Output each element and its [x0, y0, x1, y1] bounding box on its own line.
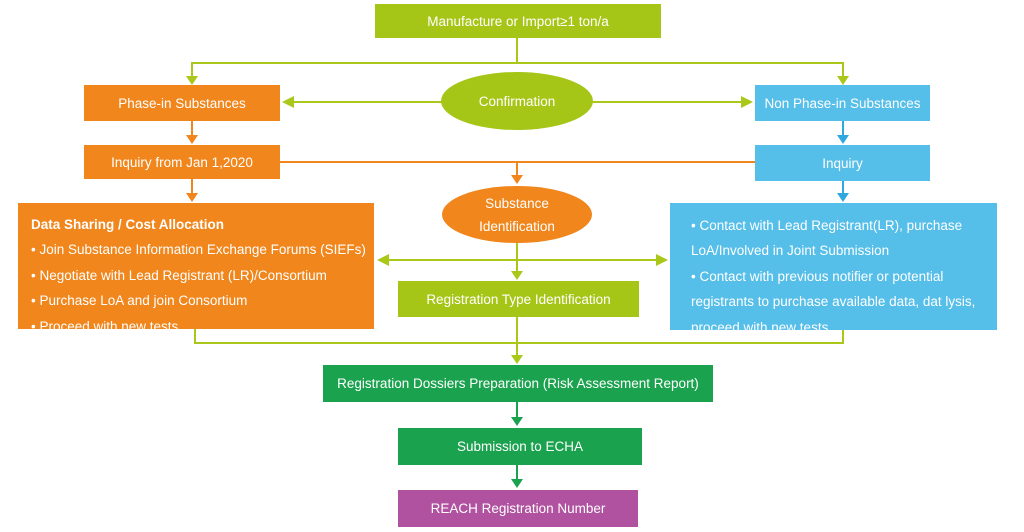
- arrowhead-confirmation-left: [282, 96, 294, 108]
- node-manufacture: Manufacture or Import≥1 ton/a: [375, 4, 661, 38]
- edge-contact-collector: [517, 330, 844, 344]
- arrowhead-to-substance: [511, 175, 523, 184]
- arrowhead-to-data-sharing: [186, 193, 198, 202]
- arrowhead-non-phase-in-down: [837, 135, 849, 144]
- data-sharing-bullet: • Join Substance Information Exchange Fo…: [31, 242, 366, 258]
- node-data-sharing: Data Sharing / Cost Allocation • Join Su…: [18, 203, 374, 334]
- arrowhead-to-phase-in: [186, 76, 198, 85]
- arrowhead-to-contact: [837, 193, 849, 202]
- node-contact-lead-registrant: • Contact with Lead Registrant(LR), purc…: [670, 203, 997, 335]
- data-sharing-bullet: • Proceed with new tests: [31, 318, 179, 334]
- node-registration-dossiers-preparation: Registration Dossiers Preparation (Risk …: [323, 365, 713, 402]
- node-phase-in-substances: Phase-in Substances: [84, 85, 280, 121]
- arrowhead-cross-right: [656, 254, 668, 266]
- contact-bullet: • Contact with Lead Registrant(LR), purc…: [691, 218, 963, 259]
- node-inquiry-from-jan-2020: Inquiry from Jan 1,2020: [84, 145, 280, 179]
- data-sharing-bullet: • Negotiate with Lead Registrant (LR)/Co…: [31, 267, 327, 283]
- arrowhead-to-reg-type: [511, 271, 523, 280]
- arrowhead-to-non-phase-in: [837, 76, 849, 85]
- node-inquiry: Inquiry: [755, 145, 930, 181]
- node-non-phase-in-substances: Non Phase-in Substances: [755, 85, 930, 121]
- arrowhead-phase-in-down: [186, 135, 198, 144]
- substance-identification-label: Substance Identification: [479, 195, 555, 234]
- arrowhead-to-submission: [511, 417, 523, 426]
- arrowhead-to-reach: [511, 479, 523, 488]
- node-submission-to-echa: Submission to ECHA: [398, 428, 642, 465]
- arrowhead-confirmation-right: [741, 96, 753, 108]
- node-confirmation: Confirmation: [441, 72, 593, 130]
- edge-data-sharing-collector: [194, 329, 517, 344]
- data-sharing-bullet: • Purchase LoA and join Consortium: [31, 293, 248, 309]
- arrowhead-cross-left: [377, 254, 389, 266]
- arrowhead-to-dossiers: [511, 355, 523, 364]
- data-sharing-title: Data Sharing / Cost Allocation: [31, 217, 225, 232]
- contact-bullet: • Contact with previous notifier or pote…: [691, 268, 976, 335]
- node-substance-identification: Substance Identification: [442, 186, 592, 243]
- node-registration-type-identification: Registration Type Identification: [398, 281, 639, 317]
- node-reach-registration-number: REACH Registration Number: [398, 490, 638, 527]
